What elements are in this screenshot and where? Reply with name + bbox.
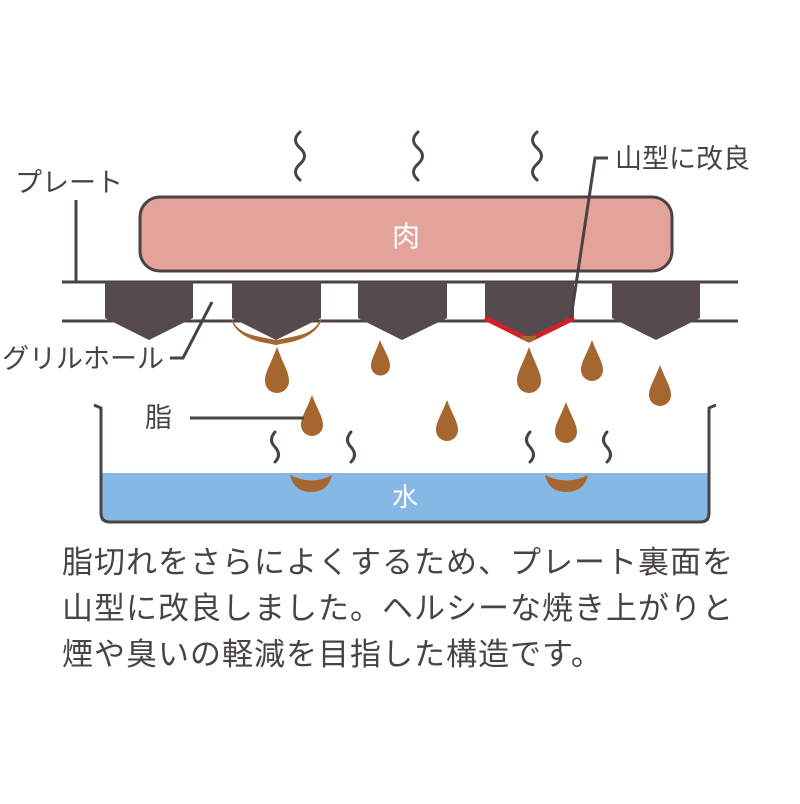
steam-above-water xyxy=(270,430,612,464)
mountain-leader xyxy=(569,156,608,319)
steam-icon xyxy=(602,430,612,464)
mountain-label: 山型に改良 xyxy=(615,144,750,175)
plate-ridge xyxy=(232,282,321,340)
grill-hole-label: グリルホール xyxy=(2,344,164,375)
caption-line-2: 山型に改良しました。ヘルシーな焼き上がりと xyxy=(62,591,734,627)
fat-at-tip xyxy=(521,336,537,342)
steam-icon xyxy=(525,430,535,464)
plate-ridge xyxy=(358,282,447,340)
fat-droplet-icon xyxy=(649,365,671,406)
caption-line-3: 煙や臭いの軽減を目指した構造です。 xyxy=(62,637,603,673)
plate-ridges xyxy=(105,282,700,340)
steam-icon xyxy=(531,130,543,182)
fat-splash xyxy=(290,475,332,492)
fat-label: 脂 xyxy=(145,403,172,434)
water xyxy=(101,473,709,521)
plate-ridge xyxy=(612,282,700,340)
meat-slab xyxy=(138,195,674,273)
steam-icon xyxy=(346,430,356,464)
fat-film xyxy=(232,318,321,345)
meat-label: 肉 xyxy=(392,220,420,253)
fat-droplet-icon xyxy=(581,340,603,381)
caption-line-1: 脂切れをさらによくするため、プレート裏面を xyxy=(62,545,734,581)
fat-droplet-icon xyxy=(436,400,458,441)
caption: 脂切れをさらによくするため、プレート裏面を 山型に改良しました。ヘルシーな焼き上… xyxy=(62,540,762,678)
fat-splash xyxy=(545,475,588,492)
steam-icon xyxy=(270,430,280,464)
plate-label: プレート xyxy=(15,168,123,199)
water-pan xyxy=(93,403,717,524)
fat-droplet-icon xyxy=(301,395,323,436)
plate-ridge xyxy=(485,282,574,340)
plate-ridge xyxy=(105,282,193,340)
steam-above-meat xyxy=(294,130,543,182)
fat-droplet-icon xyxy=(371,340,390,376)
grill-hole-leader xyxy=(170,301,214,360)
steam-icon xyxy=(294,130,306,182)
steam-icon xyxy=(412,130,424,182)
water-label: 水 xyxy=(392,483,418,513)
fat-droplet-icon xyxy=(517,347,541,393)
fat-droplets xyxy=(265,340,671,443)
fat-droplet-icon xyxy=(265,347,289,393)
fat-droplet-icon xyxy=(555,402,577,443)
